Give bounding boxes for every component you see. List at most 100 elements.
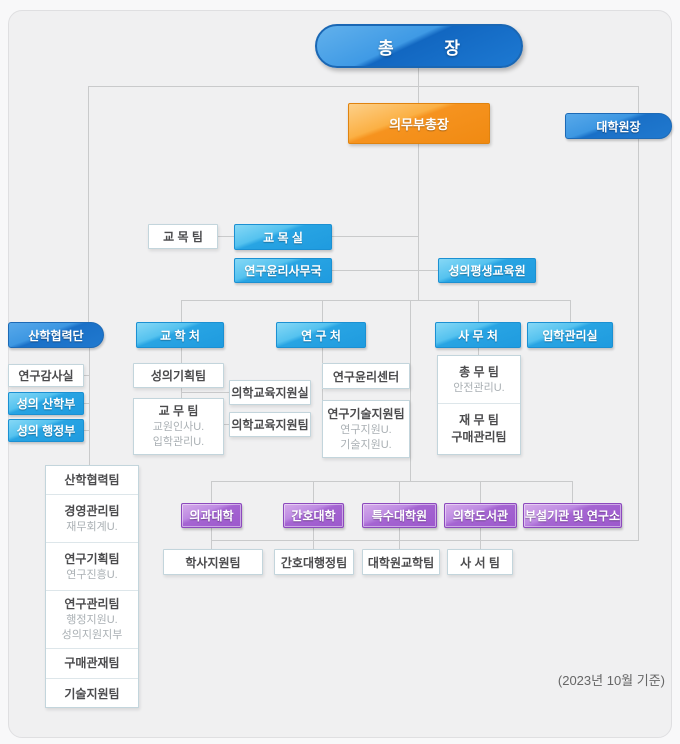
node-vice-president-medical: 의무부총장 bbox=[348, 103, 490, 144]
node-label: 사 무 처 bbox=[458, 328, 498, 343]
connector bbox=[83, 375, 89, 376]
node-label: 의과대학 bbox=[189, 509, 234, 523]
node-med-edu-team: 의학교육지원팀 bbox=[229, 412, 311, 437]
connector bbox=[418, 68, 419, 86]
org-cell: 경영관리팀 재무회계U. bbox=[46, 495, 138, 543]
node-label: 교 학 처 bbox=[160, 328, 200, 343]
node-label: 부설기관 및 연구소 bbox=[525, 509, 620, 523]
node-research-ethics-center: 연구윤리센터 bbox=[322, 363, 410, 389]
team-title: 연구기획팀 bbox=[64, 551, 120, 566]
connector bbox=[218, 236, 234, 237]
connector bbox=[181, 388, 182, 398]
node-academic-team: 교 무 팀 교원인사U. 입학관리U. bbox=[133, 398, 224, 455]
connector bbox=[478, 347, 479, 355]
connector bbox=[211, 540, 639, 541]
connector bbox=[211, 481, 573, 482]
connector bbox=[399, 481, 400, 503]
connector bbox=[638, 86, 639, 113]
node-medical-library: 의학도서관 bbox=[444, 503, 517, 528]
node-research-audit: 연구감사실 bbox=[8, 364, 84, 387]
node-label: 성의 행정부 bbox=[16, 424, 76, 438]
connector bbox=[322, 347, 323, 363]
connector bbox=[88, 86, 639, 87]
node-label: 교 목 실 bbox=[263, 230, 303, 245]
connector bbox=[88, 86, 89, 322]
team-title: 경영관리팀 bbox=[64, 503, 120, 518]
connector bbox=[181, 300, 182, 322]
connector bbox=[313, 481, 314, 503]
team-title: 기술지원팀 bbox=[64, 686, 120, 701]
node-label: 연구윤리센터 bbox=[332, 369, 400, 384]
node-lifelong-education: 성의평생교육원 bbox=[438, 258, 536, 283]
team-subunit: 행정지원U. bbox=[66, 614, 118, 626]
connector bbox=[322, 300, 323, 322]
org-cell: 재 무 팀 구매관리팀 bbox=[438, 404, 520, 454]
node-label: 대학원교학팀 bbox=[367, 555, 435, 570]
chart-date-caption: (2023년 10월 기준) bbox=[557, 673, 665, 688]
node-label: 대학원장 bbox=[596, 119, 641, 134]
node-label: 연 구 처 bbox=[301, 328, 341, 343]
node-graduate-dean: 대학원장 bbox=[565, 113, 672, 139]
node-label: 간호대행정팀 bbox=[280, 555, 348, 570]
node-label: 성의 산학부 bbox=[16, 397, 76, 411]
node-seongui-planning: 성의기획팀 bbox=[133, 363, 224, 388]
connector bbox=[322, 389, 323, 400]
team-title: 총 무 팀 bbox=[459, 364, 499, 379]
connector bbox=[83, 403, 89, 404]
team-title: 구매관재팀 bbox=[64, 656, 120, 670]
node-academic-support-team: 학사지원팀 bbox=[163, 549, 263, 575]
node-librarian-team: 사 서 팀 bbox=[447, 549, 513, 575]
connector bbox=[332, 270, 438, 271]
node-label: 의학도서관 bbox=[452, 509, 509, 523]
connector bbox=[313, 528, 314, 549]
node-general-affairs-teams: 총 무 팀 안전관리U. 재 무 팀 구매관리팀 bbox=[437, 355, 521, 455]
org-cell: 구매관재팀 bbox=[46, 649, 138, 679]
connector bbox=[89, 347, 90, 465]
node-college-medicine: 의과대학 bbox=[181, 503, 242, 528]
connector bbox=[418, 144, 419, 300]
node-label: 사 서 팀 bbox=[460, 555, 500, 570]
node-label: 특수대학원 bbox=[371, 509, 428, 523]
node-general-affairs: 사 무 처 bbox=[435, 322, 521, 348]
node-special-graduate-school: 특수대학원 bbox=[362, 503, 437, 528]
team-title: 산학협력팀 bbox=[64, 472, 120, 487]
connector bbox=[332, 236, 418, 237]
team-title: 구매관리팀 bbox=[451, 430, 507, 444]
org-cell: 산학협력팀 bbox=[46, 466, 138, 495]
connector bbox=[418, 86, 419, 105]
node-president-label: 총 장 bbox=[377, 38, 460, 58]
node-chaplain-office: 교 목 실 bbox=[234, 224, 332, 250]
org-cell: 연구기획팀 연구진흥U. bbox=[46, 543, 138, 591]
node-nursing-admin-team: 간호대행정팀 bbox=[274, 549, 354, 575]
team-title: 재 무 팀 bbox=[459, 413, 499, 427]
node-research-affairs: 연 구 처 bbox=[276, 322, 366, 348]
team-subunit: 교원인사U. bbox=[152, 421, 205, 433]
connector bbox=[211, 481, 212, 503]
connector bbox=[181, 392, 229, 393]
node-industry-cooperation: 산학협력단 bbox=[8, 322, 104, 348]
connector bbox=[181, 347, 182, 363]
team-subunit: 성의지원지부 bbox=[61, 629, 123, 641]
node-seongui-industry: 성의 산학부 bbox=[8, 392, 84, 415]
team-title: 연구기술지원팀 bbox=[327, 406, 405, 421]
org-cell: 연구관리팀 행정지원U. 성의지원지부 bbox=[46, 591, 138, 649]
node-label: 의학교육지원팀 bbox=[231, 418, 309, 432]
connector bbox=[572, 481, 573, 503]
team-subunit: 연구진흥U. bbox=[66, 568, 118, 581]
connector bbox=[478, 300, 479, 322]
node-label: 산학협력단 bbox=[28, 328, 84, 343]
node-label: 연구감사실 bbox=[18, 369, 74, 383]
connector bbox=[410, 300, 411, 481]
team-title: 교 무 팀 bbox=[158, 404, 199, 418]
connector bbox=[399, 528, 400, 549]
node-academic-affairs: 교 학 처 bbox=[136, 322, 224, 348]
connector bbox=[480, 528, 481, 549]
node-label: 성의평생교육원 bbox=[448, 264, 526, 278]
team-subunit: 기술지원U. bbox=[340, 438, 392, 451]
team-subunit: 안전관리U. bbox=[453, 381, 505, 394]
node-label: 의무부총장 bbox=[389, 117, 449, 132]
node-label: 간호대학 bbox=[291, 509, 336, 523]
node-research-tech-team: 연구기술지원팀 연구지원U. 기술지원U. bbox=[322, 400, 410, 458]
team-subunit: 입학관리U. bbox=[152, 436, 205, 448]
team-title: 연구관리팀 bbox=[64, 597, 120, 611]
